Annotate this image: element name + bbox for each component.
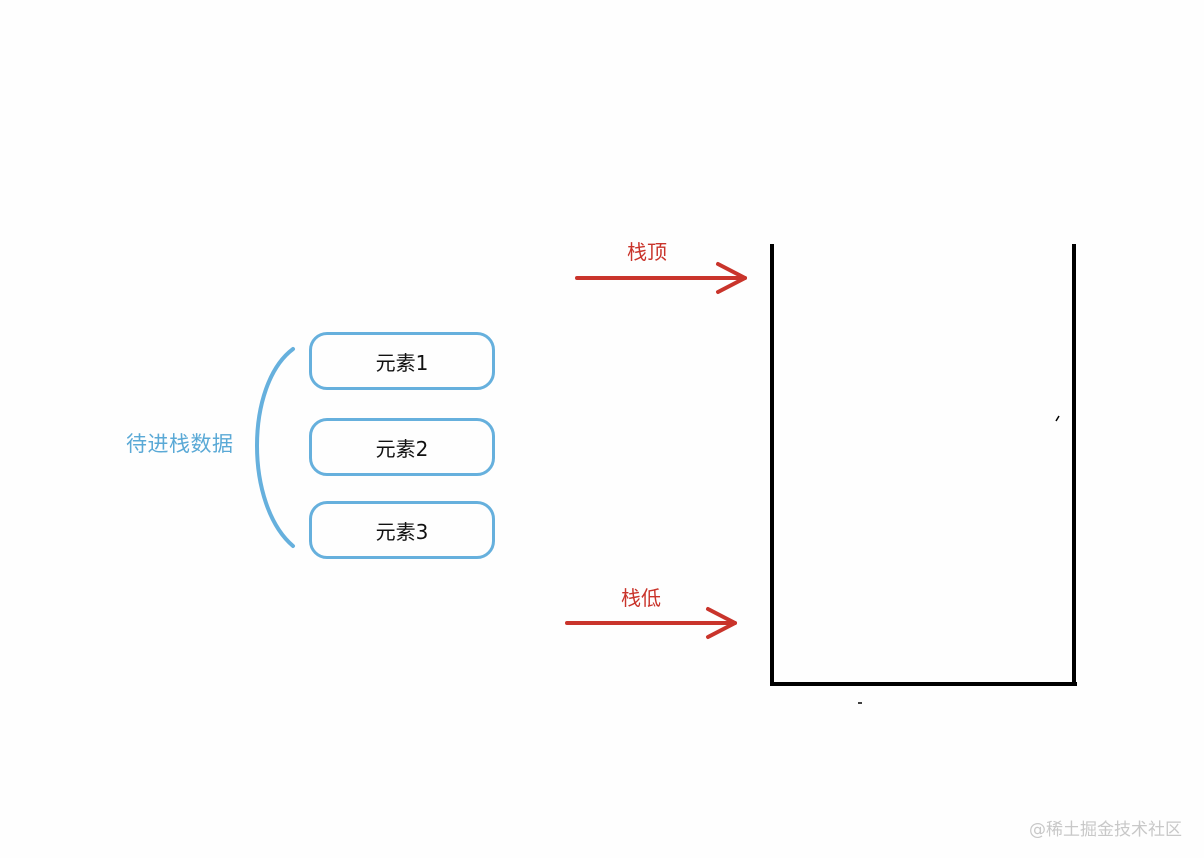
element-box-1: 元素1 — [309, 332, 495, 390]
element-box-3: 元素3 — [309, 501, 495, 559]
stack-top-arrow — [575, 262, 747, 294]
stack-top-label: 栈顶 — [627, 240, 667, 264]
group-bracket — [255, 347, 295, 548]
watermark: @稀土掘金技术社区 — [1029, 820, 1182, 840]
pending-data-label: 待进栈数据 — [126, 432, 234, 456]
element-label: 元素1 — [375, 350, 429, 375]
stray-mark — [1055, 415, 1060, 422]
element-label: 元素3 — [375, 519, 429, 544]
stack-bottom-arrow — [565, 607, 737, 639]
element-box-2: 元素2 — [309, 418, 495, 476]
stack-bottom-label: 栈低 — [621, 586, 661, 610]
element-label: 元素2 — [375, 436, 429, 461]
